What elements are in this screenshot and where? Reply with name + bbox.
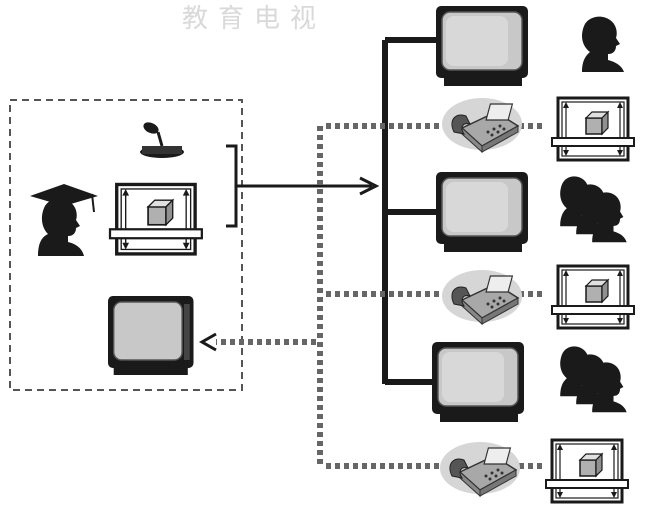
classroom-3-document-camera-icon — [546, 440, 628, 502]
classroom-1-single-person-icon — [582, 17, 624, 72]
teacher-document-camera-icon — [110, 184, 202, 253]
classroom-1-tv-icon — [436, 6, 528, 86]
microphone-icon — [140, 120, 184, 158]
classroom-1-phone-fax-icon — [442, 98, 522, 152]
classroom-2-tv-icon — [436, 172, 528, 252]
return-channel-arrowhead — [202, 334, 216, 350]
classroom-3-group-icon — [560, 346, 626, 412]
classroom-3-phone-fax-icon — [440, 442, 520, 496]
classroom-1-document-camera-icon — [552, 98, 634, 160]
teacher-graduate-icon — [30, 184, 98, 256]
classroom-2-document-camera-icon — [552, 266, 634, 328]
video-output-arrow — [236, 178, 376, 194]
classroom-2-phone-fax-icon — [442, 270, 522, 324]
teacher-return-monitor-icon — [108, 296, 194, 375]
teacher-output-bracket — [226, 146, 236, 226]
classroom-2-group-icon — [560, 176, 626, 242]
classroom-3-tv-icon — [432, 342, 524, 422]
video-distribution-bus — [385, 40, 438, 384]
